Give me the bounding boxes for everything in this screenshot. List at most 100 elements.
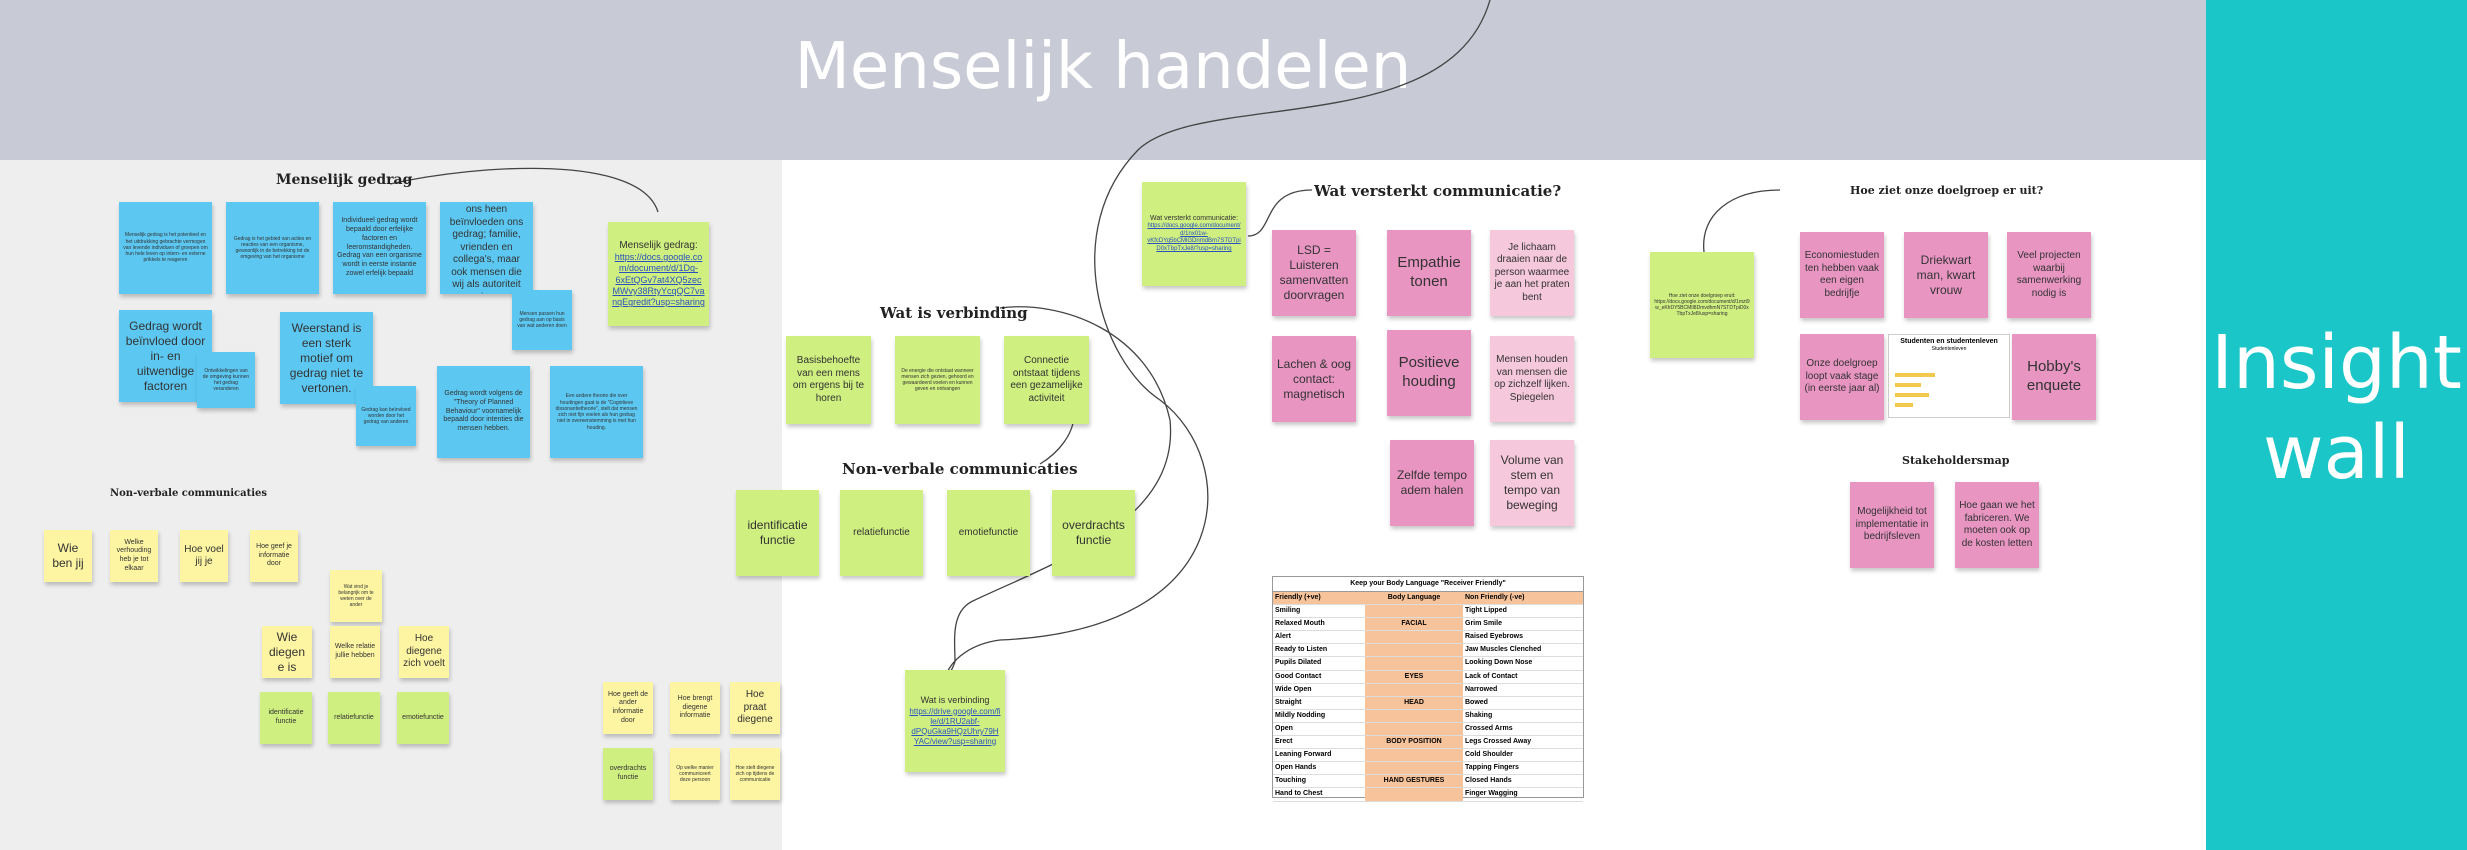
sticky-note[interactable]: Gedrag wordt volgens de "Theory of Plann… [437,366,530,458]
sticky-note[interactable]: Positieve houding [1387,330,1471,416]
table-cell: Wide Open [1275,685,1312,693]
sticky-note[interactable]: Basisbehoefte van een mens om ergens bij… [786,336,871,424]
sticky-note[interactable]: Onze doelgroep loopt vaak stage (in eers… [1800,334,1884,420]
body-language-table[interactable]: Keep your Body Language "Receiver Friend… [1272,576,1584,802]
link-note[interactable]: Hoe ziet onze doelgroep eruit: https://d… [1650,252,1754,358]
link-note[interactable]: Menselijk gedrag: https://docs.google.co… [608,222,709,326]
link-note-label: Wat is verbinding [920,695,990,706]
table-cell: FACIAL [1365,618,1463,631]
sticky-note[interactable]: identificatie functie [260,692,312,744]
table-cell: Tapping Fingers [1465,764,1519,772]
table-cell: HAND GESTURES [1365,775,1463,788]
table-cell: Straight [1275,698,1302,706]
sticky-note[interactable]: Driekwart man, kwart vrouw [1904,232,1988,318]
sticky-note[interactable]: Lachen & oog contact: magnetisch [1272,336,1356,422]
link-note[interactable]: Wat versterkt communicatie: https://docs… [1142,182,1246,286]
table-cell: Jaw Muscles Clenched [1465,646,1542,654]
table-cell [1365,722,1463,736]
table-cell [1365,605,1463,618]
sticky-note[interactable]: Ontwikkelingen van de omgeving kunnen he… [197,352,255,408]
table-cell: Closed Hands [1465,777,1512,785]
link-note-label: Menselijk gedrag: [619,239,698,251]
sticky-note[interactable]: Hoe geeft de ander informatie door [603,682,653,734]
sticky-note[interactable]: Hoe brengt diegene informatie [670,682,720,734]
sticky-note[interactable]: relatiefunctie [840,490,923,576]
sticky-note[interactable]: LSD = Luisteren samenvatten doorvragen [1272,230,1356,316]
sticky-note[interactable]: Veel projecten waarbij samenwerking nodi… [2007,232,2091,318]
table-cell: BODY POSITION [1365,736,1463,749]
heading-non-verbale-left: Non-verbale communicaties [110,488,268,499]
sticky-note[interactable]: Wie ben jij [44,530,92,582]
table-cell: Touching [1275,777,1306,785]
table-cell: Crossed Arms [1465,724,1513,732]
sticky-note[interactable]: Individueel gedrag wordt bepaald door er… [333,202,426,294]
table-cell: Mildly Nodding [1275,711,1326,719]
table-cell [1365,749,1463,762]
sticky-note[interactable]: Menselijk gedrag is het potentieel en he… [119,202,212,294]
sticky-note[interactable]: Mensen houden van mensen die op zichzelf… [1490,336,1574,422]
link-note-url[interactable]: https://drive.google.com/file/d/1RU2abf-… [909,706,1001,746]
sticky-note[interactable]: overdrachts functie [1052,490,1135,576]
table-cell: Cold Shoulder [1465,751,1513,759]
sticky-note[interactable]: emotiefunctie [397,692,449,744]
sticky-note[interactable]: Op welke manier communiceert deze persoo… [670,748,720,800]
sticky-note[interactable]: Gedrag kan beïnvloed worden door het ged… [356,386,416,446]
table-cell: Narrowed [1465,685,1498,693]
table-cell: Erect [1275,738,1293,746]
survey-chart-image[interactable]: Studenten en studentenleven Studentenlev… [1888,334,2010,418]
table-cell: Pupils Dilated [1275,659,1322,667]
table-cell: EYES [1365,670,1463,683]
table-header: Friendly (+ve) [1273,592,1365,605]
table-cell: Lack of Contact [1465,672,1518,680]
table-cell [1365,631,1463,644]
sticky-note[interactable]: overdrachts functie [603,748,653,800]
link-note[interactable]: Wat is verbinding https://drive.google.c… [905,670,1005,772]
link-note-url[interactable]: https://docs.google.com/document/d/1nx01… [1147,223,1241,252]
sticky-note[interactable]: Volume van stem en tempo van beweging [1490,440,1574,526]
heading-non-verbale-center: Non-verbale communicaties [842,460,1078,478]
sticky-note[interactable]: De energie die ontstaat wanneer mensen z… [895,336,980,424]
sticky-note[interactable]: Hobby's enquete [2012,334,2096,420]
survey-chart-subtitle: Studentenleven [1931,346,1967,352]
sticky-note[interactable]: Wat vind je belangrijk om te weten over … [330,570,382,622]
sticky-note[interactable]: Gedrag wordt beïnvloed door in- en uitwe… [119,310,212,402]
sticky-note[interactable]: Connectie ontstaat tijdens een gezamelij… [1004,336,1089,424]
sticky-note[interactable]: Gedrag is het gebied van acties en react… [226,202,319,294]
link-note-url[interactable]: https://docs.google.com/document/d/1Dg-6… [612,252,705,308]
table-cell: Ready to Listen [1275,646,1328,654]
sticky-note[interactable]: Hoe diegene zich voelt [399,626,449,678]
sticky-note[interactable]: emotiefunctie [947,490,1030,576]
sticky-note[interactable]: Hoe stelt diegene zich op tijdens de com… [730,748,780,800]
sticky-note[interactable]: Wie diegene is [262,626,312,678]
sticky-note[interactable]: Zelfde tempo adem halen [1390,440,1474,526]
sticky-note[interactable]: Je lichaam draaien naar de person waarme… [1490,230,1574,316]
table-cell: Good Contact [1275,672,1322,680]
table-cell: Bowed [1465,698,1488,706]
sticky-note[interactable]: Empathie tonen [1387,230,1471,316]
sticky-note[interactable]: Hoe gaan we het fabriceren. We moeten oo… [1955,482,2039,568]
sticky-note[interactable]: Mogelijkheid tot implementatie in bedrij… [1850,482,1934,568]
sticky-note[interactable]: Hoe praat diegene [730,682,780,734]
table-title: Keep your Body Language "Receiver Friend… [1273,577,1583,592]
sticky-note[interactable]: Hoe voel jij je [180,530,228,582]
sticky-note[interactable]: relatiefunctie [328,692,380,744]
sticky-note[interactable]: identificatie functie [736,490,819,576]
sticky-note[interactable]: Mensen passen hun gedrag aan op basis va… [512,290,572,350]
sticky-note[interactable]: De mensen om ons heen beïnvloeden ons ge… [440,202,533,294]
table-cell: HEAD [1365,696,1463,709]
sticky-note[interactable]: Welke relatie jullie hebben [330,626,380,678]
table-cell [1365,788,1463,801]
sticky-note[interactable]: Welke verhouding heb je tot elkaar [110,530,158,582]
sticky-note[interactable]: Hoe geef je informatie door [250,530,298,582]
table-cell [1365,709,1463,722]
sticky-note[interactable]: Economiestudenten hebben vaak een eigen … [1800,232,1884,318]
sticky-note[interactable]: Een andere theorie die over houdingen ga… [550,366,643,458]
